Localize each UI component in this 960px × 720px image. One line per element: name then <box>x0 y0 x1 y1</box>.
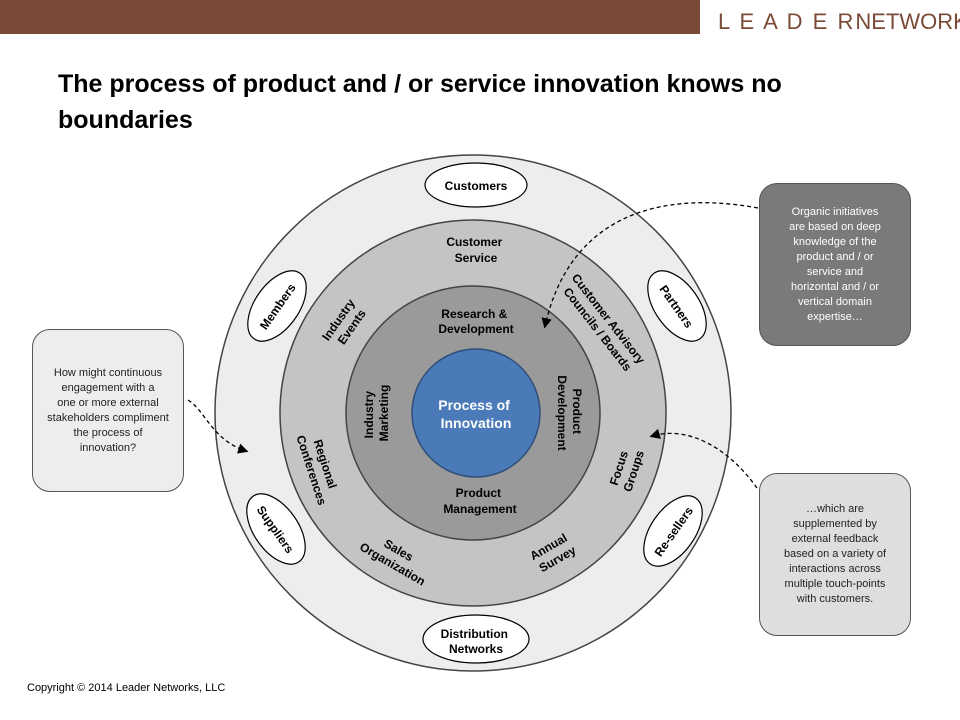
product-development-label: Product Development <box>555 375 584 450</box>
svg-text:Distribution Networks: Distribution Networks <box>441 627 512 656</box>
members-stakeholder: Members <box>247 270 307 342</box>
brand-logo: L E A D E RNETWORKS <box>718 9 960 34</box>
industry-marketing-label: Industry Marketing <box>362 385 391 442</box>
copyright-footer: Copyright © 2014 Leader Networks, LLC <box>27 682 226 694</box>
header-bar <box>0 0 700 34</box>
right-top-callout-arrow <box>541 202 759 329</box>
product-management-label: Product Management <box>443 486 516 516</box>
svg-text:Customers: Customers <box>445 179 508 193</box>
customers-stakeholder: Customers <box>424 162 528 208</box>
center-label: Process of Innovation <box>438 397 513 431</box>
distribution-networks-stakeholder: Distribution Networks <box>422 614 530 664</box>
right-bottom-callout: …which are supplemented by external feed… <box>759 473 911 636</box>
research-development-label: Research & Development <box>438 307 513 336</box>
customer-service-label: Customer Service <box>446 235 505 265</box>
right-bottom-callout-arrow <box>649 428 758 489</box>
page-title: The process of product and / or service … <box>58 70 782 134</box>
left-callout: How might continuous engagement with a o… <box>32 329 184 492</box>
right-top-callout: Organic initiatives are based on deep kn… <box>759 183 911 346</box>
partners-stakeholder: Partners <box>647 270 707 342</box>
focus-groups-label: Focus Groups <box>606 444 647 494</box>
center-circle <box>411 348 541 478</box>
